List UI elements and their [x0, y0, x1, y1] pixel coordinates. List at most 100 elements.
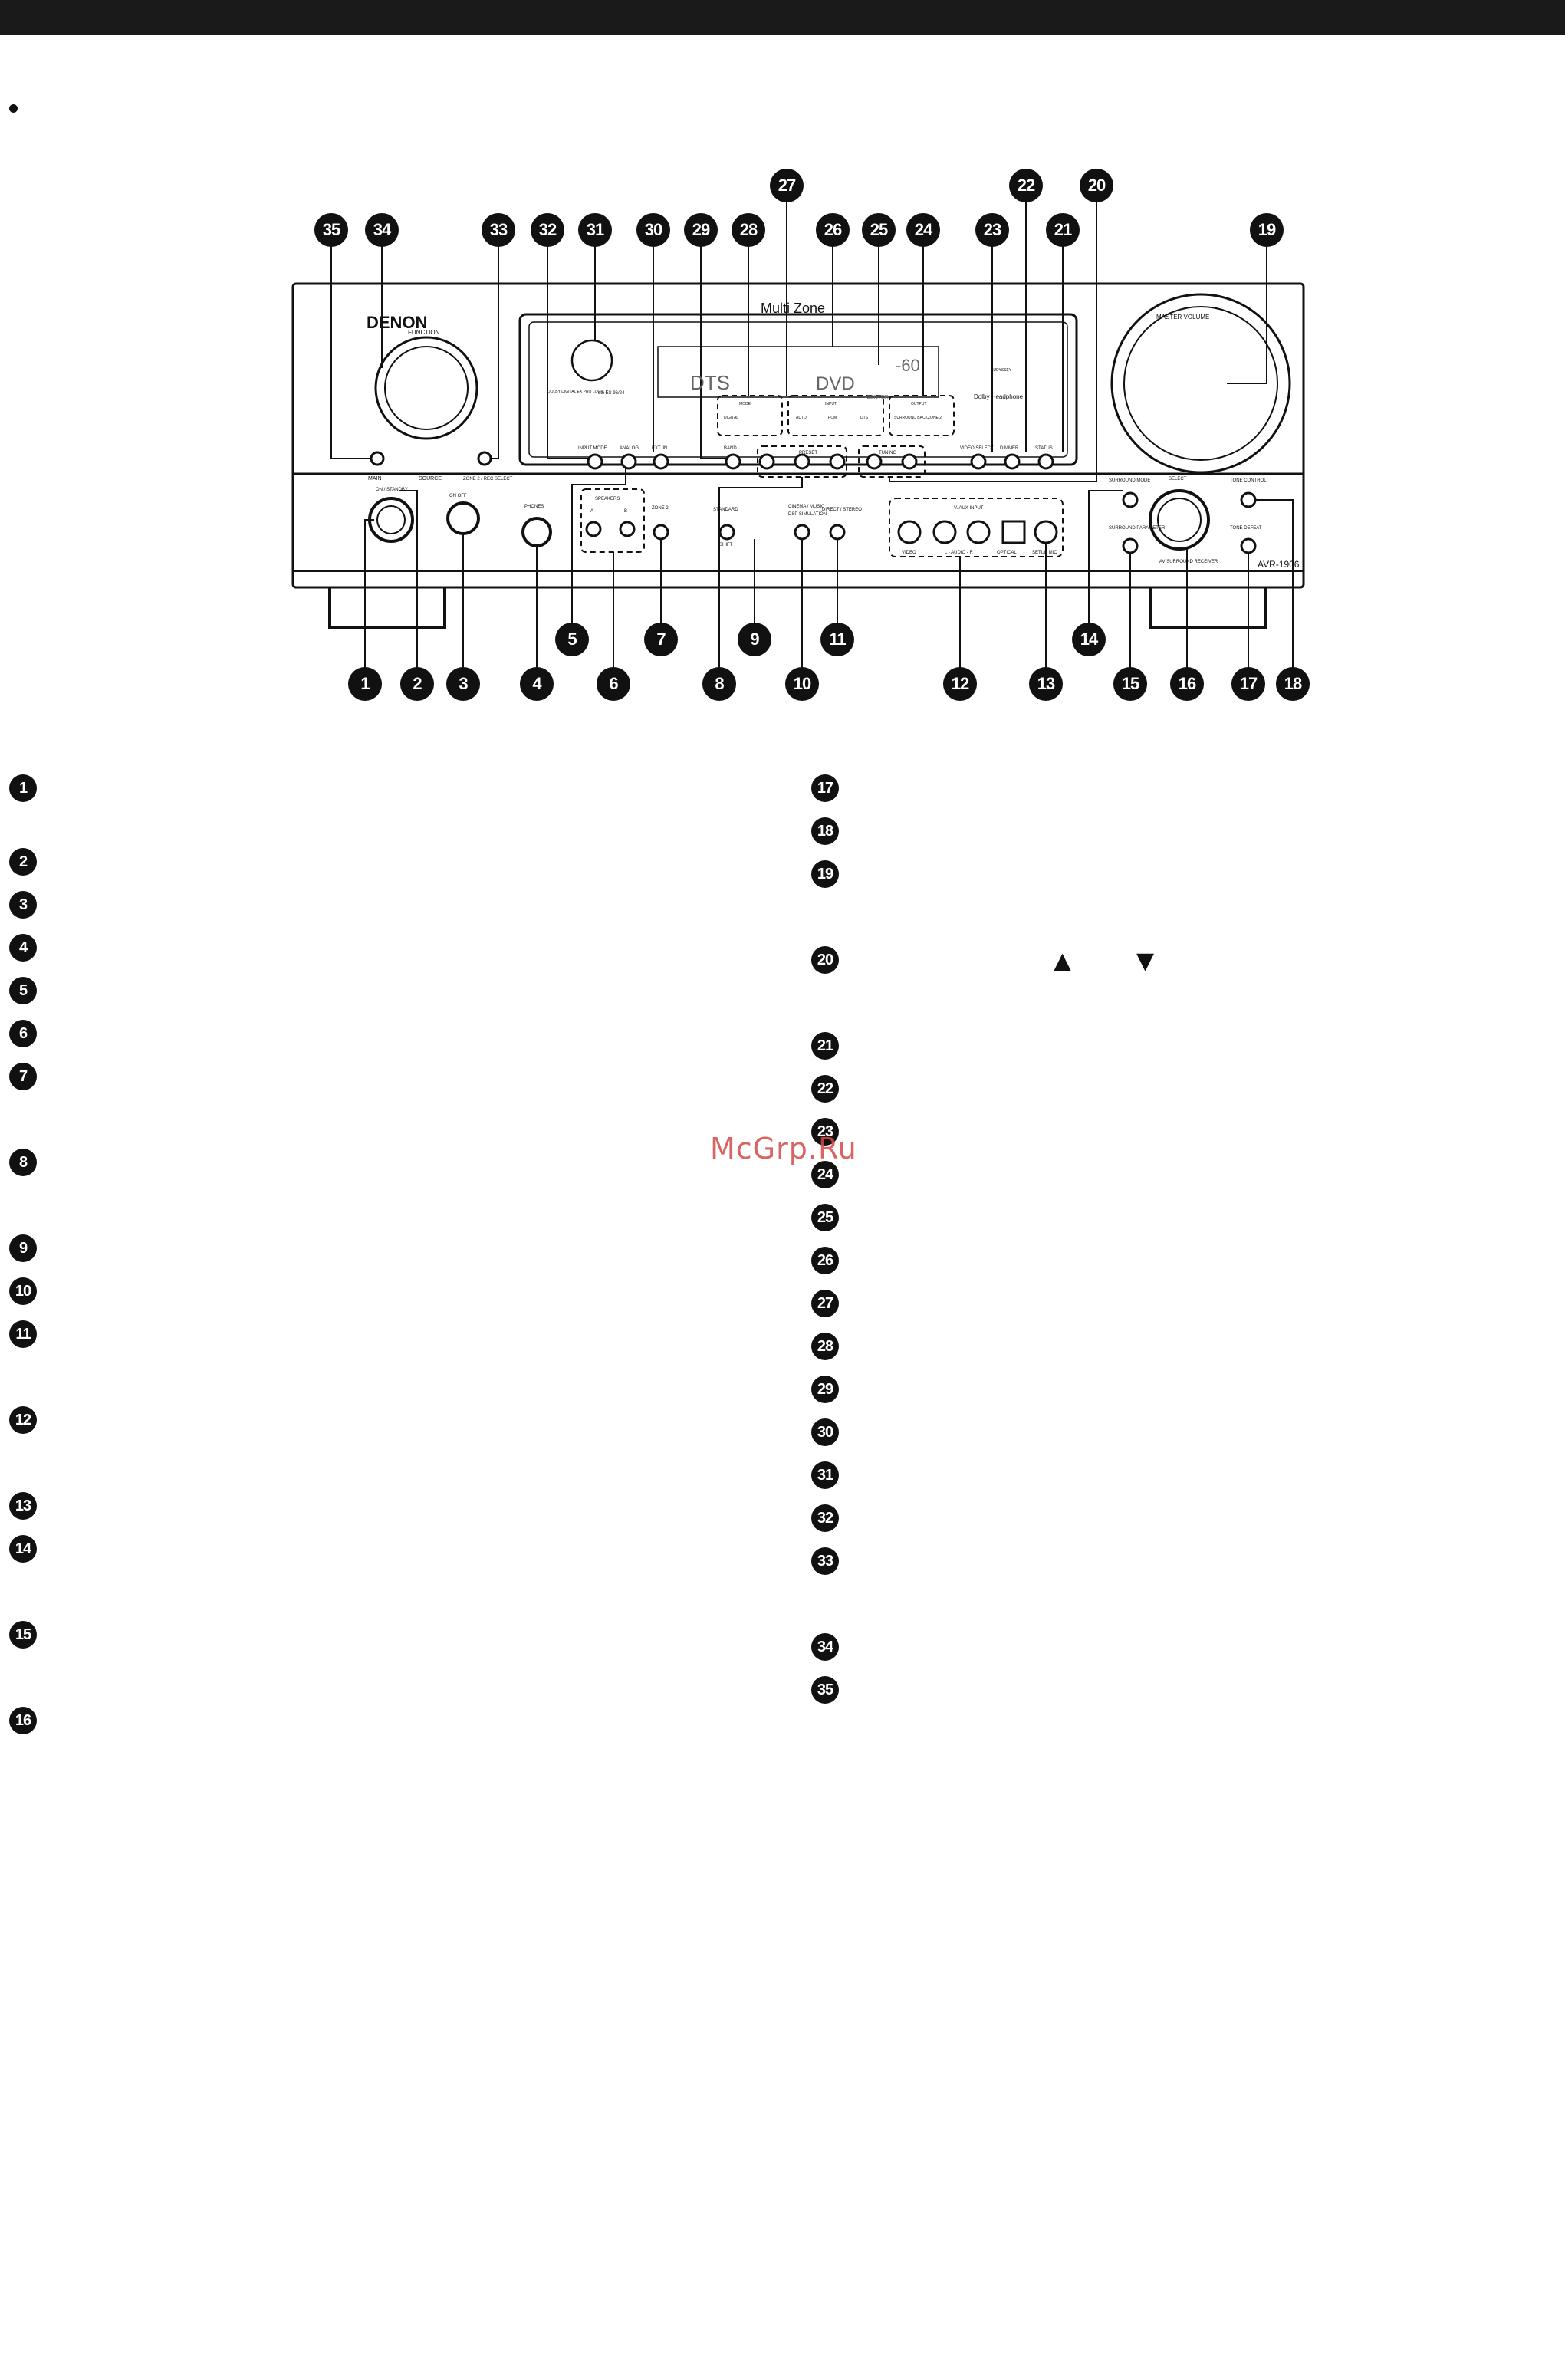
- brand-label: DENON: [367, 313, 427, 332]
- callout-33: 33: [482, 213, 515, 247]
- callout-27: 27: [770, 169, 804, 202]
- legend-number: 30: [811, 1418, 839, 1446]
- legend-number: 28: [811, 1333, 839, 1360]
- legend-number: 23: [811, 1118, 839, 1146]
- watermark: McGrp.Ru: [710, 1132, 857, 1165]
- legend-item-7: 7: [9, 1063, 37, 1090]
- callout-5: 5: [555, 623, 589, 656]
- callout-8: 8: [702, 667, 736, 701]
- legend-item-30: 30: [811, 1418, 839, 1446]
- legend-item-19: 19: [811, 860, 839, 888]
- master-volume-label: MASTER VOLUME: [1156, 314, 1209, 321]
- master-volume-knob: [1110, 293, 1291, 474]
- legend-number: 2: [9, 848, 37, 876]
- callout-21: 21: [1046, 213, 1080, 247]
- legend-item-8: 8: [9, 1149, 37, 1176]
- standard-label: STANDARD: [713, 508, 738, 512]
- callout-10: 10: [785, 667, 819, 701]
- dsp-simulation-label: DSP SIMULATION: [788, 512, 827, 517]
- legend-item-18: 18: [811, 817, 839, 845]
- legend-item-32: 32: [811, 1504, 839, 1532]
- legend-number: 34: [811, 1633, 839, 1661]
- dsp-logo: Dolby Headphone: [974, 393, 1024, 400]
- legend-number: 10: [9, 1277, 37, 1305]
- legend-item-12: 12: [9, 1406, 37, 1434]
- legend-item-22: 22: [811, 1075, 839, 1103]
- callout-11: 11: [820, 623, 854, 656]
- header-bar: [0, 0, 1565, 35]
- quick-input-label: V. AUX INPUT: [954, 506, 984, 511]
- legend-item-17: 17: [811, 774, 839, 802]
- legend-number: 26: [811, 1247, 839, 1274]
- legend-item-24: 24: [811, 1161, 839, 1188]
- legend-item-26: 26: [811, 1247, 839, 1274]
- legend-number: 24: [811, 1161, 839, 1188]
- analog-label: ANALOG: [620, 446, 639, 451]
- legend-number: 21: [811, 1032, 839, 1060]
- tone-control-label: TONE CONTROL: [1230, 478, 1267, 483]
- phones-label: PHONES: [524, 505, 544, 509]
- legend-item-11: 11: [9, 1320, 37, 1348]
- dimmer-label: DIMMER: [1000, 446, 1019, 451]
- auto-label: AUTO: [796, 416, 807, 420]
- ext-in-label: EXT. IN: [652, 446, 667, 451]
- power-label: ON OFF: [449, 494, 467, 498]
- legend-item-2: 2: [9, 848, 37, 876]
- callout-22: 22: [1009, 169, 1043, 202]
- legend-item-25: 25: [811, 1204, 839, 1231]
- legend-number: 29: [811, 1376, 839, 1403]
- foot-left: [328, 587, 446, 629]
- legend-item-4: 4: [9, 934, 37, 962]
- legend-item-28: 28: [811, 1333, 839, 1360]
- legend-item-13: 13: [9, 1492, 37, 1520]
- legend-number: 6: [9, 1020, 37, 1047]
- surround-parameter-label: SURROUND PARAMETER: [1109, 526, 1166, 531]
- optical-label: OPTICAL: [997, 551, 1017, 555]
- legend-number: 22: [811, 1075, 839, 1103]
- front-panel-diagram: DENON MASTER VOLUME FUNCTION Multi Zone …: [291, 196, 1305, 684]
- legend-item-14: 14: [9, 1535, 37, 1563]
- zone2-label: ZONE 2: [652, 506, 669, 511]
- callout-26: 26: [816, 213, 850, 247]
- callout-35: 35: [314, 213, 348, 247]
- callout-4: 4: [520, 667, 554, 701]
- surround-mode-label: SURROUND MODE: [1109, 478, 1150, 483]
- display-right: -60: [896, 356, 920, 375]
- callout-20: 20: [1080, 169, 1113, 202]
- legend-number: 12: [9, 1406, 37, 1434]
- mode-label: MODE: [739, 402, 751, 406]
- callout-34: 34: [365, 213, 399, 247]
- legend-number: 14: [9, 1535, 37, 1563]
- audio-lr-label: L - AUDIO - R: [945, 551, 973, 555]
- preset-label: PRESET: [799, 451, 817, 455]
- video-label: VIDEO: [902, 551, 916, 555]
- speakers-label: SPEAKERS: [595, 497, 620, 501]
- band-label: BAND: [724, 446, 737, 451]
- select-label: SELECT: [1169, 477, 1187, 482]
- dts-logo: dts ES 96/24: [598, 391, 625, 396]
- input-mode-label: INPUT MODE: [578, 446, 607, 451]
- speaker-b-label: B: [624, 509, 627, 514]
- legend-number: 4: [9, 934, 37, 962]
- legend-number: 9: [9, 1234, 37, 1262]
- display-center: DVD: [816, 373, 855, 394]
- legend-number: 7: [9, 1063, 37, 1090]
- legend-number: 15: [9, 1621, 37, 1649]
- main-label: MAIN: [368, 476, 382, 482]
- digital-label: DIGITAL: [724, 416, 738, 420]
- receiver-chassis: [291, 282, 1305, 589]
- surround-back-label: SURROUND BACK: [894, 416, 929, 420]
- audyssey-logo: AUDYSSEY: [991, 368, 1012, 373]
- source-label: SOURCE: [419, 476, 442, 482]
- input-label: INPUT: [825, 402, 837, 406]
- function-label: FUNCTION: [408, 329, 440, 336]
- legend-number: 11: [9, 1320, 37, 1348]
- legend-number: 20: [811, 946, 839, 974]
- legend-number: 8: [9, 1149, 37, 1176]
- output-label: OUTPUT: [911, 402, 927, 406]
- legend-item-20: 20: [811, 946, 839, 974]
- foot-right: [1149, 587, 1267, 629]
- callout-31: 31: [578, 213, 612, 247]
- on-standby-label: ON / STANDBY: [376, 488, 408, 492]
- cinema-music-label: CINEMA / MUSIC: [788, 505, 825, 509]
